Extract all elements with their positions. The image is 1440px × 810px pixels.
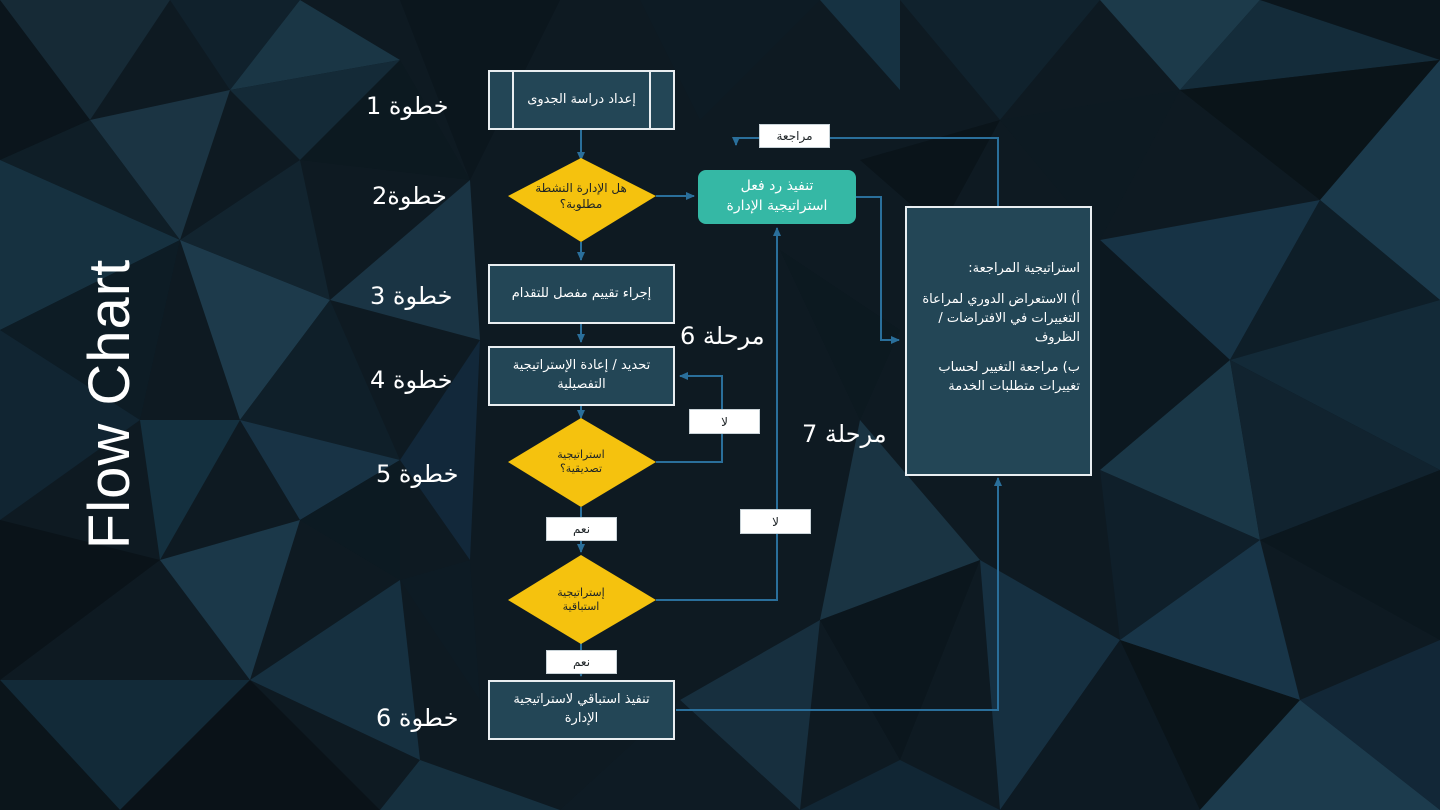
review-connector-label: مراجعة	[759, 124, 830, 148]
decision-realistic-strategy[interactable]: استراتيجية تصديقية؟	[557, 447, 605, 475]
decision-active-management[interactable]: هل الإدارة النشطة مطلوبة؟	[535, 181, 627, 211]
assessment-box[interactable]: إجراء تقييم مفصل للتقدام	[488, 264, 675, 324]
step-1-label: خطوة 1	[366, 92, 449, 120]
feasibility-study-text: إعداد دراسة الجدوى	[512, 72, 651, 128]
decision-diamond	[508, 418, 656, 507]
review-item-a: أ) الاستعراض الدوري لمراعاة التغييرات في…	[922, 291, 1080, 345]
step-3-label: خطوة 3	[370, 282, 453, 310]
no-label-proactive: لا	[740, 509, 811, 534]
review-heading: استراتيجية المراجعة:	[968, 261, 1080, 276]
phase-7-label: مرحلة 7	[802, 420, 887, 448]
step-5-label: خطوة 5	[376, 460, 459, 488]
connector-line	[856, 196, 900, 344]
define-strategy-box[interactable]: تحديد / إعادة الإستراتيجية التفصيلية	[488, 346, 675, 406]
decision-proactive-strategy[interactable]: إستراتيجية استباقية	[557, 585, 605, 613]
reactive-implementation-box[interactable]: تنفيذ رد فعل استراتيجية الإدارة	[698, 170, 856, 224]
step-2-label: خطوة2	[372, 182, 447, 210]
review-item-b: ب) مراجعة التغيير لحساب تغييرات متطلبات …	[938, 360, 1080, 395]
feasibility-study-box[interactable]: إعداد دراسة الجدوى	[488, 70, 675, 130]
connector-line	[732, 137, 999, 206]
proactive-implementation-box[interactable]: تنفيذ استباقي لاستراتيجية الإدارة	[488, 680, 675, 740]
decision-diamond	[508, 158, 656, 242]
connector-line	[676, 477, 1002, 711]
yes-label-realistic: نعم	[546, 517, 617, 541]
yes-label-proactive: نعم	[546, 650, 617, 674]
review-strategy-box[interactable]: استراتيجية المراجعة: أ) الاستعراض الدوري…	[905, 206, 1092, 476]
connector-line	[656, 227, 781, 601]
step-6-label: خطوة 6	[376, 704, 459, 732]
decision-diamond	[508, 555, 656, 644]
step-4-label: خطوة 4	[370, 366, 453, 394]
phase-6-label: مرحلة 6	[680, 322, 765, 350]
no-label-realistic: لا	[689, 409, 760, 434]
